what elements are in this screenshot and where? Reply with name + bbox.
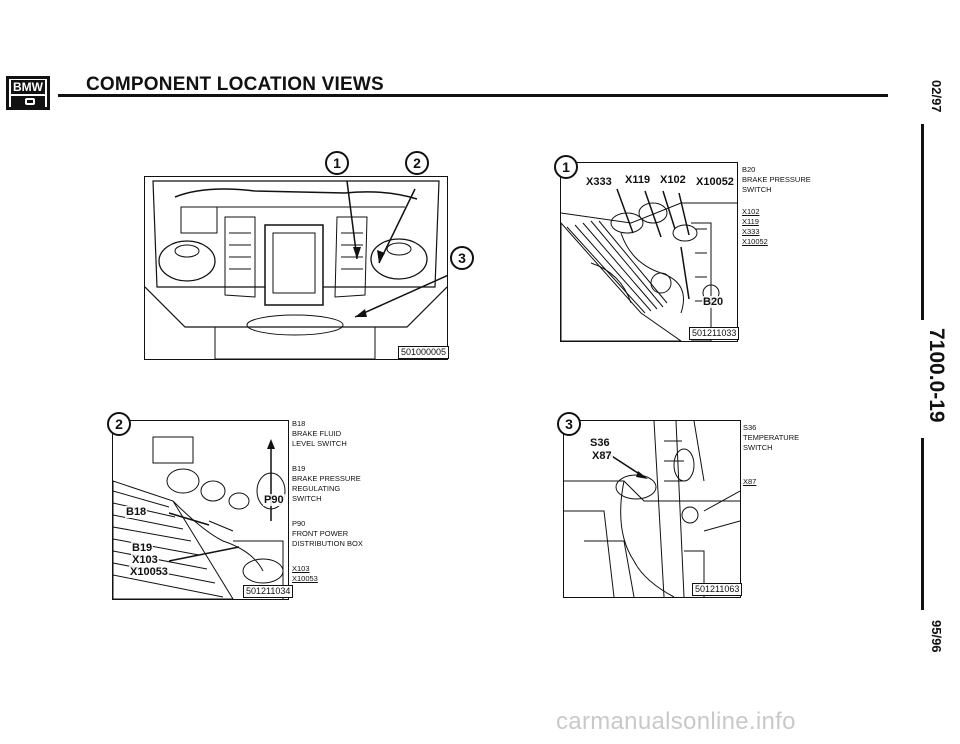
side-rule-top [921,124,924,320]
logo-series-icon [11,96,45,107]
legend-x87: X87 [743,477,757,486]
bmw-logo: BMW [6,76,50,110]
view1-label-b20: B20 [702,296,725,308]
legend-s36-desc2: SWITCH [743,443,773,452]
legend-s36-desc: TEMPERATURE [743,433,800,442]
view2-label-x10053: X10053 [129,566,169,578]
page-title: COMPONENT LOCATION VIEWS [86,74,384,95]
overview-callout-3: 3 [450,246,474,270]
overview-code: 501000005 [398,346,450,359]
view3-label-s36: S36 [589,437,611,449]
view1-label-x102: X102 [659,174,687,186]
view2-label-b18: B18 [125,506,148,518]
legend-b19-desc3: SWITCH [292,494,322,503]
date-top: 02/97 [929,80,944,113]
legend-b20-desc2: SWITCH [742,185,772,194]
legend-s36: S36 [743,423,757,432]
logo-text: BMW [11,80,45,94]
legend-b18-desc2: LEVEL SWITCH [292,439,347,448]
view1-label-x119: X119 [624,174,652,186]
legend-b19-desc1: BRAKE PRESSURE [292,474,361,483]
overview-callout-1: 1 [325,151,349,175]
view2-callout: 2 [107,412,131,436]
legend-p90-desc1: FRONT POWER [292,529,349,538]
watermark: carmanualsonline.info [556,708,796,735]
legend-p90: P90 [292,519,306,528]
view1-code: 501211033 [689,327,740,340]
legend-b20-desc1: BRAKE PRESSURE [742,175,811,184]
legend-b18-desc1: BRAKE FLUID [292,429,342,438]
doc-number: 7100.0-19 [925,328,948,423]
legend-x333: X333 [742,227,760,236]
overview-engine-bay-image [144,176,448,360]
legend-x10053: X10053 [292,574,318,583]
legend-p90-desc2: DISTRIBUTION BOX [292,539,363,548]
overview-callout-2: 2 [405,151,429,175]
view3-legend: S36 TEMPERATURE SWITCH X87 [743,423,799,487]
view3-callout: 3 [557,412,581,436]
legend-b20: B20 [742,165,756,174]
header-rule [58,94,888,97]
side-rule-bottom [921,438,924,610]
view1-legend: B20 BRAKE PRESSURE SWITCH X102 X119 X333… [742,165,811,247]
view1-label-x10052: X10052 [695,176,735,188]
view3-code: 501211063 [692,583,743,596]
view2-label-b19: B19 [131,542,154,554]
legend-b19-desc2: REGULATING [292,484,341,493]
legend-b18: B18 [292,419,306,428]
legend-x103: X103 [292,564,310,573]
view3-label-x87: X87 [591,450,613,462]
legend-b19: B19 [292,464,306,473]
view2-code: 501211034 [243,585,294,598]
view2-label-p90: P90 [263,494,285,506]
legend-x119: X119 [742,217,759,226]
view1-photo [560,162,738,342]
date-bottom: 95/96 [929,620,944,653]
view2-legend: B18 BRAKE FLUID LEVEL SWITCH B19 BRAKE P… [292,419,363,584]
view1-label-x333: X333 [585,176,613,188]
legend-x10052: X10052 [742,237,768,246]
view2-label-x103: X103 [131,554,159,566]
view1-callout: 1 [554,155,578,179]
legend-x102: X102 [742,207,760,216]
